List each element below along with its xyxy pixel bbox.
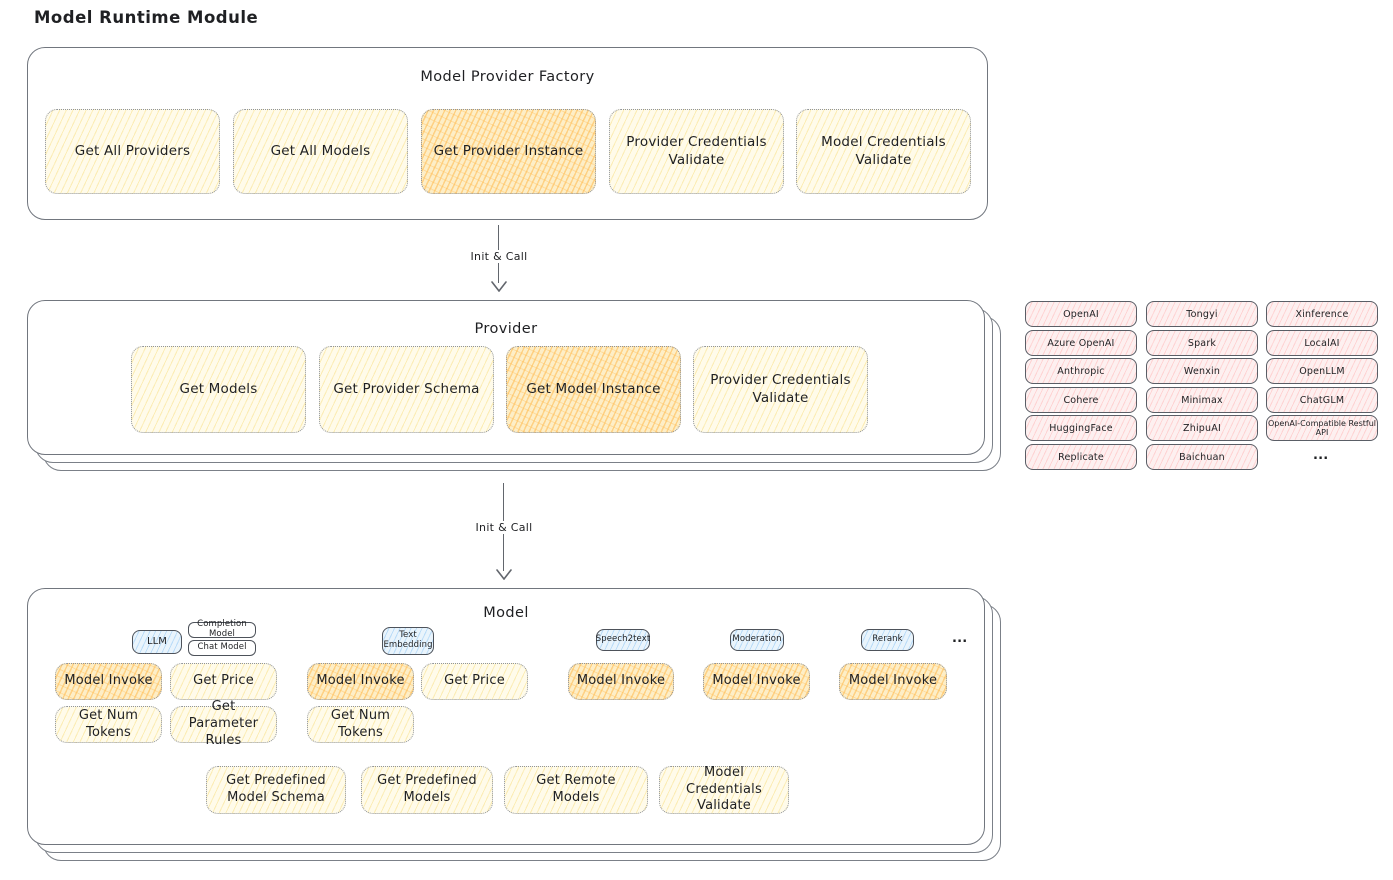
provider-pill-wenxin: Wenxin <box>1146 358 1258 384</box>
provider-pill-anthropic: Anthropic <box>1025 358 1137 384</box>
provider-pill-azure-openai: Azure OpenAI <box>1025 330 1137 356</box>
tab-rerank: Rerank <box>861 629 914 651</box>
provider-pill-openai: OpenAI <box>1025 301 1137 327</box>
node-te-model-invoke: Model Invoke <box>307 663 414 700</box>
node-te-get-price: Get Price <box>421 663 528 700</box>
node-get-all-providers: Get All Providers <box>45 109 220 194</box>
node-model-credentials-validate-2: Model Credentials Validate <box>659 765 789 814</box>
model-provider-factory-box: Model Provider Factory Get All Providers… <box>27 47 988 220</box>
node-llm-get-num-tokens: Get Num Tokens <box>55 706 162 743</box>
node-get-model-instance: Get Model Instance <box>506 346 681 433</box>
arrow1-label: Init & Call <box>465 250 533 263</box>
tab-speech2text: Speech2text <box>596 629 650 651</box>
node-get-predefined-models: Get Predefined Models <box>361 766 493 814</box>
tab-llm: LLM <box>132 630 182 654</box>
provider-list-more: ... <box>1313 448 1329 463</box>
node-llm-get-parameter-rules: Get Parameter Rules <box>170 699 277 748</box>
node-get-all-models: Get All Models <box>233 109 408 194</box>
node-moderation-model-invoke: Model Invoke <box>703 663 810 700</box>
arrowhead-down-icon <box>496 569 512 580</box>
tab-text-embedding: Text Embedding <box>382 627 434 655</box>
node-get-remote-models: Get Remote Models <box>504 766 648 814</box>
model-box: Model LLM Completion Model Chat Model Te… <box>27 588 985 845</box>
node-s2t-model-invoke: Model Invoke <box>568 663 674 700</box>
provider-pill-localai: LocalAI <box>1266 330 1378 356</box>
model-title: Model <box>483 605 529 621</box>
node-llm-model-invoke: Model Invoke <box>55 663 162 700</box>
arrow2-label: Init & Call <box>470 521 538 534</box>
provider-pill-openai-compatible: OpenAI-Compatible Restful API <box>1266 415 1378 441</box>
tab-completion-model: Completion Model <box>188 619 256 639</box>
provider-pill-openllm: OpenLLM <box>1266 358 1378 384</box>
provider-pill-baichuan: Baichuan <box>1146 444 1258 470</box>
provider-pill-minimax: Minimax <box>1146 387 1258 413</box>
provider-pill-tongyi: Tongyi <box>1146 301 1258 327</box>
page-title: Model Runtime Module <box>34 8 259 27</box>
provider-pill-replicate: Replicate <box>1025 444 1137 470</box>
provider-pill-chatglm: ChatGLM <box>1266 387 1378 413</box>
model-tabs-more: ... <box>952 631 968 646</box>
node-provider-credentials-validate: Provider Credentials Validate <box>609 109 784 194</box>
node-get-provider-instance: Get Provider Instance <box>421 109 596 194</box>
provider-pill-xinference: Xinference <box>1266 301 1378 327</box>
provider-title: Provider <box>474 321 538 337</box>
tab-chat-model: Chat Model <box>188 640 256 656</box>
node-get-models: Get Models <box>131 346 306 433</box>
node-provider-credentials-validate-2: Provider Credentials Validate <box>693 346 868 433</box>
factory-title: Model Provider Factory <box>420 69 595 85</box>
arrowhead-down-icon <box>491 281 507 292</box>
node-get-predefined-model-schema: Get Predefined Model Schema <box>206 766 346 814</box>
provider-box: Provider Get Models Get Provider Schema … <box>27 300 985 455</box>
provider-pill-huggingface: HuggingFace <box>1025 415 1137 441</box>
node-llm-get-price: Get Price <box>170 663 277 700</box>
node-model-credentials-validate: Model Credentials Validate <box>796 109 971 194</box>
node-get-provider-schema: Get Provider Schema <box>319 346 494 433</box>
provider-pill-spark: Spark <box>1146 330 1258 356</box>
provider-pill-cohere: Cohere <box>1025 387 1137 413</box>
provider-pill-zhipuai: ZhipuAI <box>1146 415 1258 441</box>
tab-moderation: Moderation <box>730 629 784 651</box>
node-te-get-num-tokens: Get Num Tokens <box>307 706 414 743</box>
node-rerank-model-invoke: Model Invoke <box>839 663 947 700</box>
